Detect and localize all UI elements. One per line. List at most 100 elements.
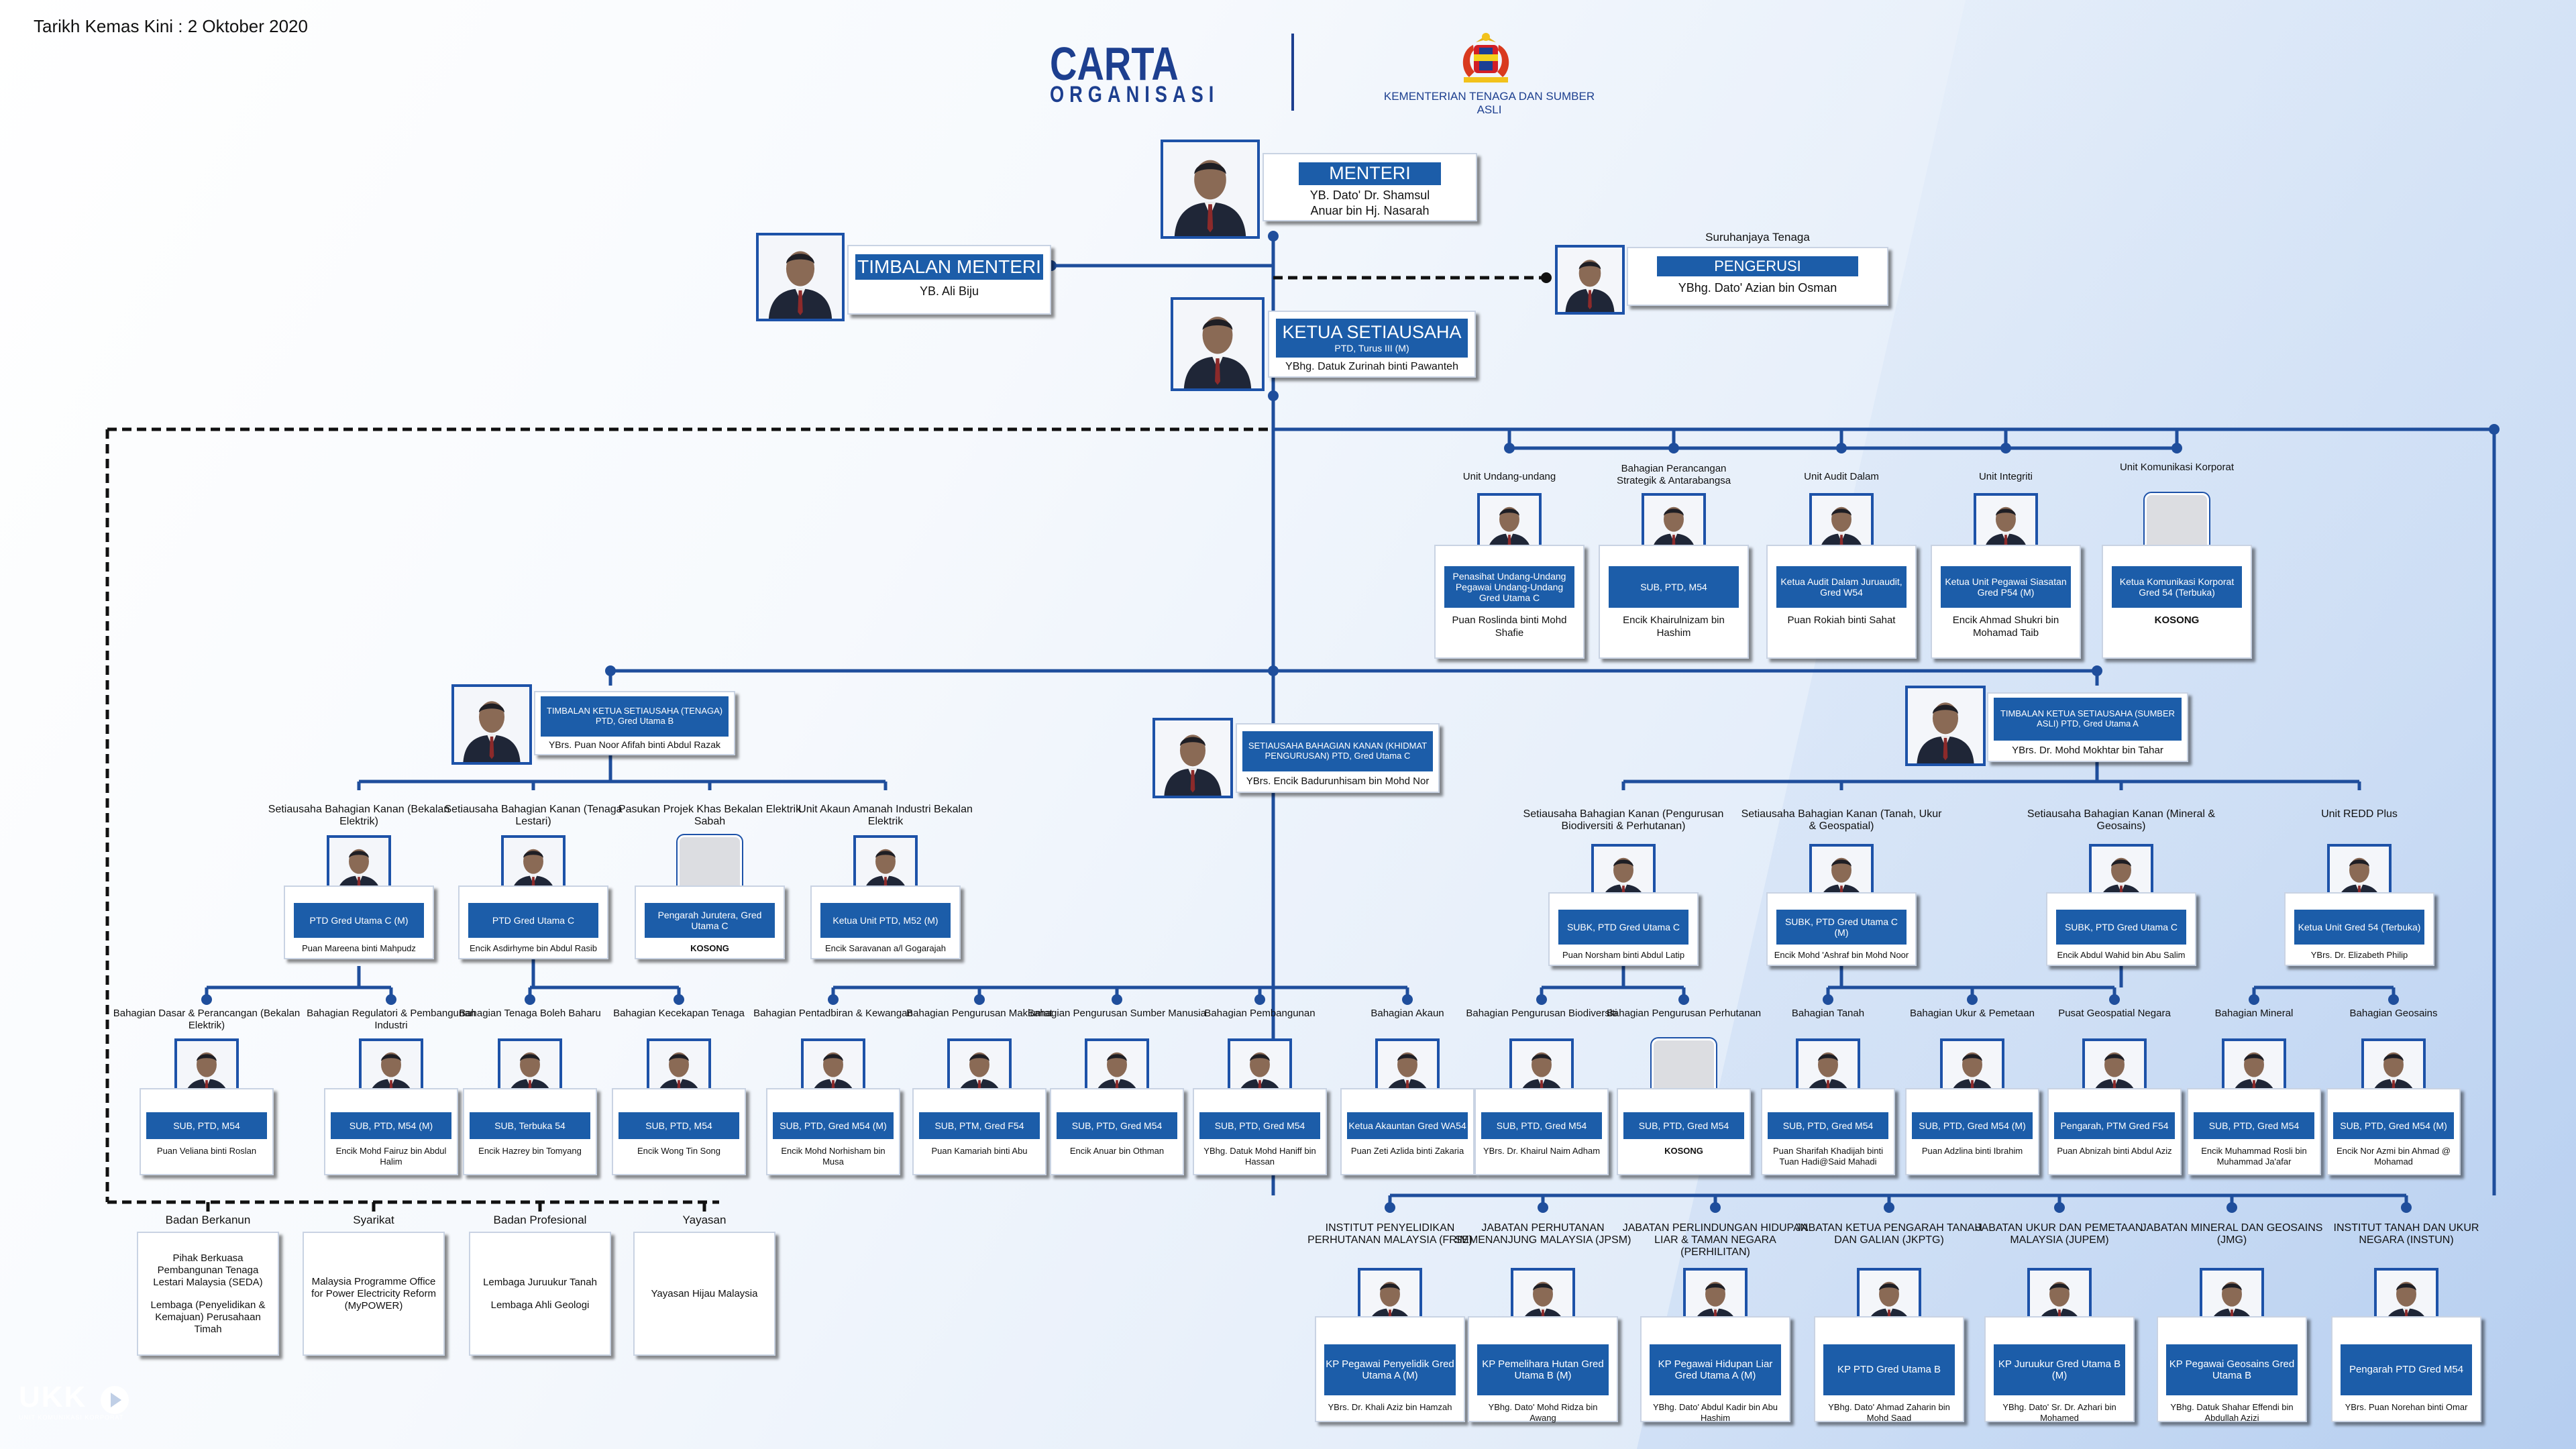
l4-name: Encik Hazrey bin Tomyang xyxy=(478,1146,582,1156)
badan-caption: Yayasan xyxy=(682,1214,727,1226)
tksu-tenaga-name: YBrs. Puan Noor Afifah binti Abdul Razak xyxy=(548,739,721,750)
l3-caption: Setiausaha Bahagian Kanan (Mineral & Geo… xyxy=(2027,808,2216,832)
tksu-sumber-title: TIMBALAN KETUA SETIAUSAHA (SUMBER ASLI) … xyxy=(1994,698,2182,741)
jabatan-caption: INSTITUT TANAH DAN UKUR NEGARA (INSTUN) xyxy=(2333,1222,2479,1246)
pengerusi-caption: Suruhanjaya Tenaga xyxy=(1705,231,1810,244)
ksu-photo xyxy=(1171,297,1265,391)
l4-caption: Bahagian Mineral xyxy=(2214,1008,2294,1019)
badan-card: Yayasan Hijau Malaysia xyxy=(633,1232,775,1356)
connector-dot xyxy=(1536,994,1547,1005)
sbk-khidmat-photo xyxy=(1152,718,1233,798)
jabatan-title: KP Pegawai Hidupan Liar Gred Utama A (M) xyxy=(1650,1344,1781,1395)
tksu-tenaga-card: TIMBALAN KETUA SETIAUSAHA (TENAGA) PTD, … xyxy=(534,691,735,755)
l4-title: SUB, PTD, Gred M54 xyxy=(1768,1112,1888,1139)
l4-title: Pengarah, PTM Gred F54 xyxy=(2054,1112,2175,1139)
jabatan-title: KP Pegawai Geosains Gred Utama B xyxy=(2166,1344,2298,1395)
connector-dot xyxy=(2388,994,2399,1005)
l4-name: Encik Mohd Fairuz bin Abdul Halim xyxy=(335,1146,447,1167)
ksu-name: YBhg. Datuk Zurinah binti Pawanteh xyxy=(1285,361,1458,372)
badan-caption: Syarikat xyxy=(353,1214,394,1226)
connector-dot xyxy=(1823,994,1833,1005)
l4-caption: Bahagian Pengurusan Biodiversiti xyxy=(1466,1008,1617,1019)
jabatan-name: YBhg. Dato' Abdul Kadir bin Abu Hashim xyxy=(1652,1402,1778,1424)
l4-caption: Bahagian Pentadbiran & Kewangan xyxy=(753,1008,913,1019)
l4-caption: Bahagian Geosains xyxy=(2349,1008,2438,1019)
l4-name: Puan Kamariah binti Abu xyxy=(931,1146,1028,1156)
ukk-tagline: UNIT KOMUNIKASI KORPORAT xyxy=(19,1414,124,1421)
connector-dot xyxy=(1541,272,1552,283)
l3-title: Pengarah Jurutera, Gred Utama C xyxy=(645,903,775,938)
l3-name: Encik Mohd 'Ashraf bin Mohd Noor xyxy=(1774,950,1909,960)
play-icon xyxy=(101,1386,129,1414)
l4-title: SUB, PTD, M54 xyxy=(146,1112,267,1139)
badan-item: Lembaga (Penyelidikan & Kemajuan) Perusa… xyxy=(150,1299,266,1335)
unit-title: Ketua Komunikasi Korporat Gred 54 (Terbu… xyxy=(2112,566,2242,608)
pengerusi-name: YBhg. Dato' Azian bin Osman xyxy=(1678,281,1837,294)
l4-title: SUB, PTD, M54 (M) xyxy=(331,1112,451,1139)
jabatan-card: KP Pegawai Hidupan Liar Gred Utama A (M)… xyxy=(1640,1316,1790,1424)
l3-card: PTD Gred Utama C (M)Puan Mareena binti M… xyxy=(284,885,434,959)
connector-dot xyxy=(1268,231,1279,241)
update-date: Tarikh Kemas Kini : 2 Oktober 2020 xyxy=(34,16,308,36)
ksu-grade: PTD, Turus III (M) xyxy=(1334,343,1409,354)
jabatan-name: YBhg. Dato' Mohd Ridza bin Awang xyxy=(1488,1402,1598,1424)
l4-name: Puan Abnizah binti Abdul Aziz xyxy=(2057,1146,2172,1156)
jabatan-caption: INSTITUT PENYELIDIKAN PERHUTANAN MALAYSI… xyxy=(1307,1222,1472,1246)
jabatan-card: KP Juruukur Gred Utama B (M) YBhg. Dato' … xyxy=(1984,1316,2135,1424)
connector-dot xyxy=(2054,1202,2065,1213)
l3-caption: Setiausaha Bahagian Kanan (Pengurusan Bi… xyxy=(1523,808,1724,832)
l4-name: Encik Wong Tin Song xyxy=(637,1146,721,1156)
tksu-tenaga-photo xyxy=(451,684,532,765)
badan-item: Yayasan Hijau Malaysia xyxy=(651,1287,758,1299)
menteri-role: MENTERI xyxy=(1299,162,1441,185)
menteri-photo xyxy=(1161,140,1260,239)
tksu-tenaga-title: TIMBALAN KETUA SETIAUSAHA (TENAGA) PTD, … xyxy=(541,696,729,737)
l4-title: SUB, PTD, Gred M54 xyxy=(2194,1112,2314,1139)
jabatan-name: YBhg. Dato' Ahmad Zaharin bin Mohd Saad xyxy=(1828,1402,1950,1424)
unit-name: KOSONG xyxy=(2154,614,2200,626)
l3-title: Ketua Unit Gred 54 (Terbuka) xyxy=(2294,910,2424,945)
person-photo-icon xyxy=(1163,142,1257,236)
jabatan-name: YBhg. Dato' Sr. Dr. Azhari bin Mohamed xyxy=(2002,1402,2116,1424)
person-photo-icon xyxy=(1558,248,1622,312)
l4-name: Encik Nor Azmi bin Ahmad @ Mohamad xyxy=(2337,1146,2451,1167)
jabatan-title: KP Pemelihara Hutan Gred Utama B (M) xyxy=(1477,1344,1609,1395)
jabatan-name: YBrs. Puan Norehan binti Omar xyxy=(2345,1402,2468,1412)
l4-name: Encik Muhammad Rosli bin Muhammad Ja'afa… xyxy=(2201,1146,2307,1167)
l4-caption: Bahagian Ukur & Pemetaan xyxy=(1910,1008,2035,1019)
unit-title: Ketua Audit Dalam Juruaudit, Gred W54 xyxy=(1776,566,1907,608)
l3-caption: Setiausaha Bahagian Kanan (Bekalan Elekt… xyxy=(268,804,450,827)
unit-name: Puan Rokiah binti Sahat xyxy=(1787,614,1896,626)
l4-title: SUB, PTD, Gred M54 (M) xyxy=(1912,1112,2033,1139)
header-divider xyxy=(1291,34,1294,111)
jabatan-caption: JABATAN UKUR DAN PEMETAAN MALAYSIA (JUPE… xyxy=(1976,1222,2143,1246)
l4-name: KOSONG xyxy=(1664,1146,1703,1156)
pengerusi-role: PENGERUSI xyxy=(1657,256,1858,276)
l4-title: SUB, PTD, Gred M54 xyxy=(1481,1112,1602,1139)
badan-text: Pihak Berkuasa Pembangunan Tenaga Lestar… xyxy=(138,1233,278,1354)
l4-card: SUB, PTD, Gred M54 (M)Encik Mohd Norhish… xyxy=(766,1088,900,1175)
l3-name: Encik Saravanan a/l Gogarajah xyxy=(825,943,946,953)
badan-text: Yayasan Hijau Malaysia xyxy=(635,1233,774,1354)
l4-card: SUB, PTD, Gred M54 (M)Puan Adzlina binti… xyxy=(1905,1088,2039,1175)
jabatan-title: Pengarah PTD Gred M54 xyxy=(2341,1344,2472,1395)
connector-dot xyxy=(2401,1202,2412,1213)
connector-dot xyxy=(828,994,839,1005)
connector-dot xyxy=(1884,1202,1894,1213)
jabatan-title: KP Juruukur Gred Utama B (M) xyxy=(1994,1344,2125,1395)
badan-item: Pihak Berkuasa Pembangunan Tenaga Lestar… xyxy=(153,1252,263,1288)
l4-card: SUB, PTD, Gred M54 (M)Encik Nor Azmi bin… xyxy=(2326,1088,2461,1175)
